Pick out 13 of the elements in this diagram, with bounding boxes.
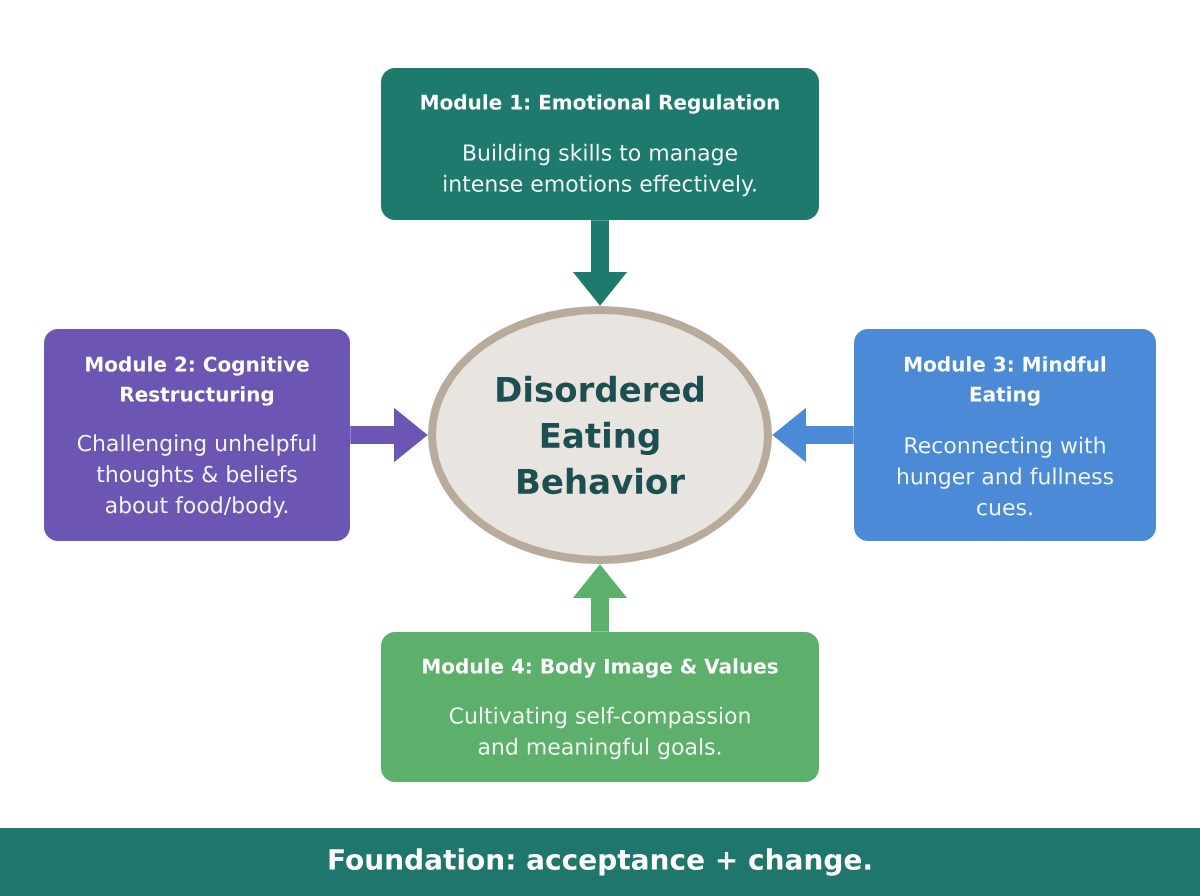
- module-box: [44, 329, 350, 541]
- module-box: [381, 68, 819, 220]
- module-box: [381, 632, 819, 782]
- module-box: [854, 329, 1156, 541]
- module-description: Building skills to manage intense emotions effectively.: [444, 143, 756, 197]
- module-description: Reconnecting with hunger and fullness cues.: [898, 436, 1113, 516]
- module-title: Module 3: Mindful Eating: [905, 356, 1106, 406]
- module-description: Cultivating self-compassion and meaningful goals.: [449, 706, 750, 760]
- foundation-band: Foundation: acceptance + change.: [0, 828, 1200, 896]
- module-title: Module 1: Emotional Regulation: [421, 94, 779, 114]
- module-title: Module 2: Cognitive Restructuring: [86, 356, 309, 406]
- module-title: Module 4: Body Image & Values: [423, 658, 778, 678]
- module-description: Challenging unhelpful thoughts & beliefs about food/body.: [77, 434, 316, 518]
